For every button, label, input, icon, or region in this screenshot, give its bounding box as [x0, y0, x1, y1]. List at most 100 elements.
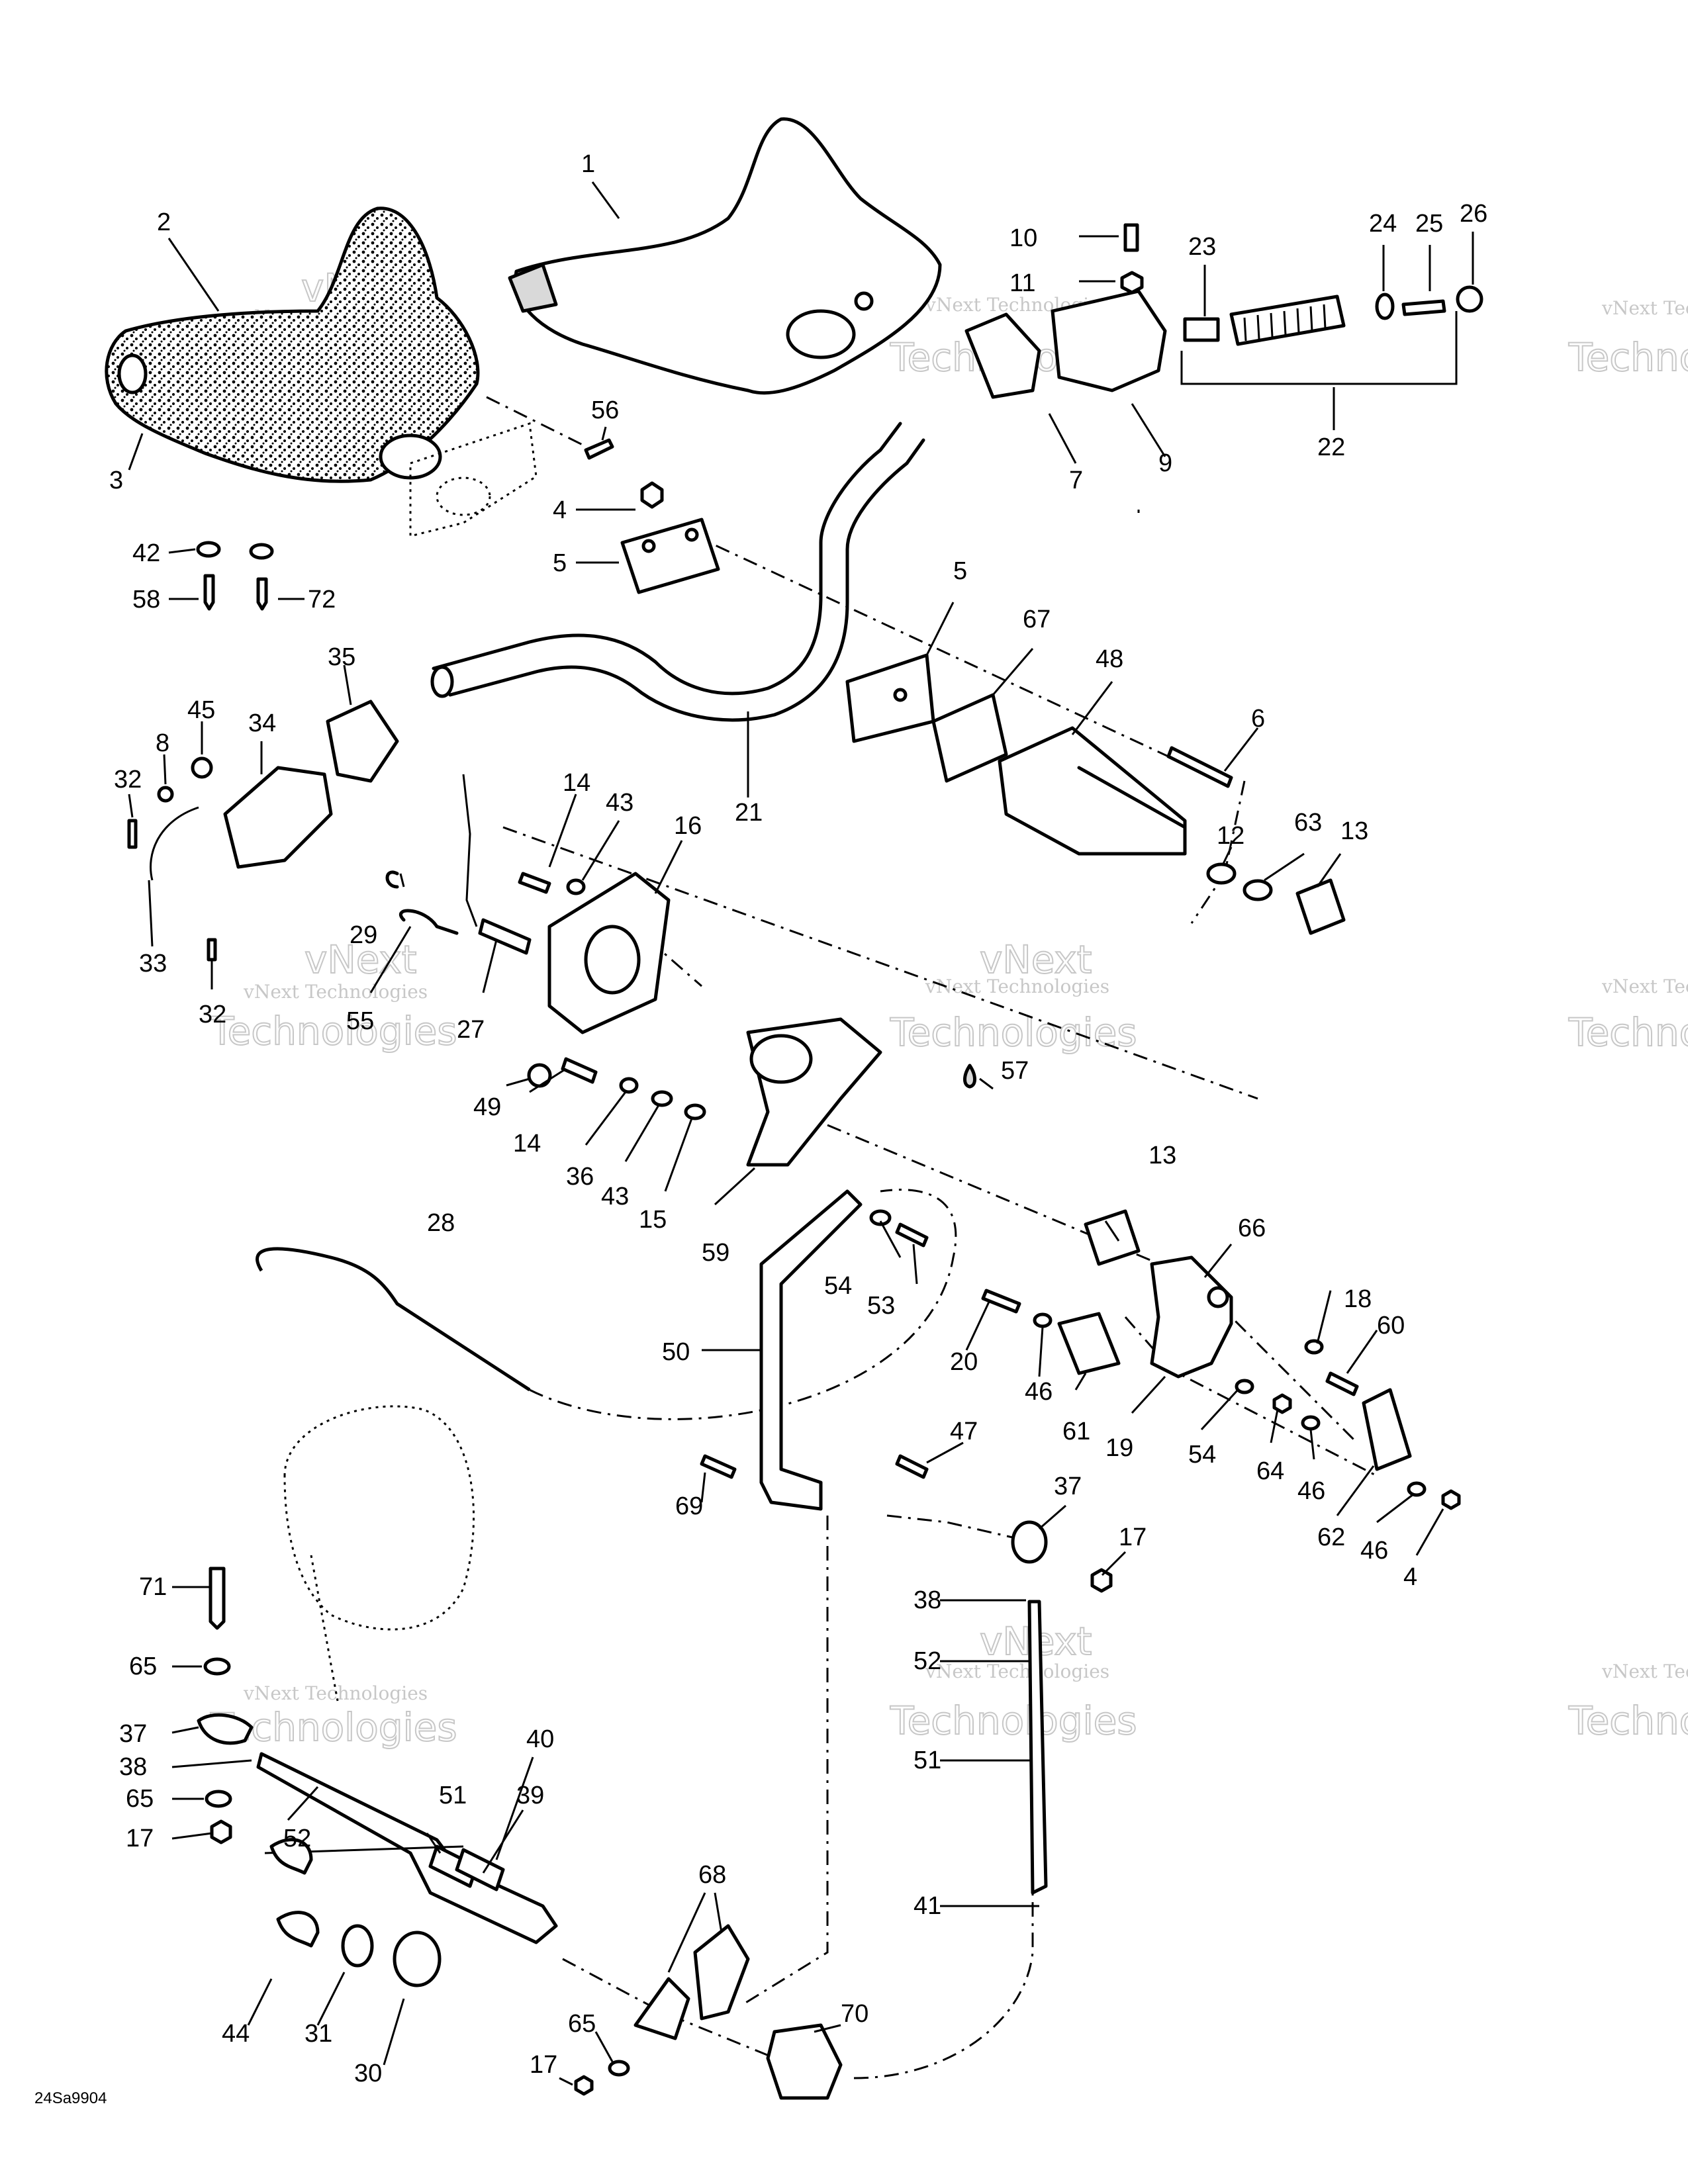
diagram-code: 24Sa9904	[34, 2089, 107, 2107]
washer-54	[869, 1209, 892, 1226]
end-cap-26	[1456, 285, 1483, 313]
callout-16: 16	[674, 812, 702, 840]
watermark-logo-top: vNext	[980, 937, 1092, 982]
handlebar-tube	[432, 422, 902, 696]
callout-13: 13	[1340, 817, 1368, 845]
callout-11: 11	[1009, 269, 1035, 297]
pad-hole	[379, 433, 442, 480]
steering-stem-48	[998, 726, 1187, 856]
clamp-hole	[641, 539, 656, 553]
cover-hole	[786, 309, 856, 359]
washer-46a	[1033, 1312, 1053, 1328]
callout-35: 35	[328, 643, 355, 671]
callout-34: 34	[248, 709, 276, 737]
washer-42b	[249, 543, 274, 560]
switch-cover-35	[326, 700, 399, 783]
bolt-20	[981, 1289, 1021, 1314]
cable-clamp-68a	[633, 1977, 690, 2040]
callout-71: 71	[139, 1573, 167, 1601]
callout-51: 51	[439, 1782, 467, 1809]
callout-15: 15	[639, 1206, 667, 1234]
handlebar-end	[430, 665, 454, 698]
callout-57: 57	[1001, 1057, 1029, 1085]
callout-63: 63	[1294, 809, 1322, 837]
callout-23: 23	[1188, 233, 1216, 261]
callout-39: 39	[516, 1782, 544, 1809]
callout-25: 25	[1415, 210, 1443, 238]
steering-plate-66	[1150, 1255, 1233, 1379]
callout-67: 67	[1023, 606, 1051, 633]
callout-32b: 32	[199, 1001, 226, 1028]
callout-58: 58	[132, 586, 160, 614]
callout-52: 52	[914, 1647, 941, 1675]
callout-31: 31	[305, 2020, 332, 2048]
assembly-line	[827, 1124, 1358, 1444]
lockwasher-36	[619, 1077, 639, 1094]
callout-62: 62	[1317, 1524, 1345, 1551]
washer-18	[1304, 1339, 1324, 1355]
callout-labels: 1 2 3 10 11 23 24 25 26 7 9 22 56 4 5 42…	[109, 150, 1487, 2087]
clamp-hole	[893, 688, 908, 702]
callout-12: 12	[1217, 822, 1244, 850]
callout-21: 21	[735, 799, 763, 827]
callout-33: 33	[139, 950, 167, 978]
callout-51b: 51	[914, 1747, 941, 1774]
callout-14: 14	[563, 769, 590, 797]
washer-12	[1206, 862, 1237, 885]
callout-66: 66	[1238, 1214, 1266, 1242]
jet-pump-line	[310, 1555, 339, 1702]
cover-nose	[508, 263, 558, 313]
callout-53: 53	[867, 1292, 895, 1320]
bolt-53	[895, 1222, 929, 1248]
washer-46b	[1301, 1415, 1321, 1431]
screw-32b	[207, 938, 217, 962]
clip-29	[385, 870, 399, 889]
watermark-text: vNext Technologies	[925, 1661, 1109, 1682]
washer-43-top	[566, 878, 586, 895]
pad-end	[117, 353, 148, 394]
grip-bracket	[1180, 311, 1458, 385]
screw-25	[1401, 299, 1446, 316]
callout-24: 24	[1369, 210, 1397, 238]
handlebar-tube-edge	[448, 438, 925, 722]
throttle-cable-upper	[462, 774, 478, 927]
callout-43b: 43	[601, 1183, 629, 1210]
tie-55	[399, 909, 459, 935]
watermark-text: vNext Technologies	[1601, 1661, 1688, 1682]
grease-drop-icon	[963, 1064, 976, 1089]
callout-46: 46	[1025, 1378, 1053, 1406]
watermark-logo: Technologies	[210, 1009, 457, 1054]
half-clamp-44a	[269, 1838, 313, 1875]
link-62	[1362, 1388, 1412, 1471]
bracket-59-boss	[749, 1034, 813, 1084]
clamp-hole	[684, 527, 699, 542]
handlebar-cover-foam	[105, 206, 480, 483]
washer-54b	[1235, 1379, 1254, 1394]
callout-50: 50	[662, 1338, 690, 1366]
plate-67	[931, 693, 1008, 783]
watermark-logo: Technologies	[1568, 335, 1688, 380]
callout-69: 69	[675, 1492, 703, 1520]
watermark-logo: Technologies	[890, 1698, 1137, 1743]
set-screw-10	[1123, 223, 1139, 252]
half-clamp-44b	[276, 1911, 320, 1948]
callout-54b: 54	[1188, 1441, 1216, 1469]
cable-clamp-68b	[693, 1924, 750, 2021]
callout-54: 54	[824, 1272, 852, 1300]
callout-59: 59	[702, 1239, 729, 1267]
watermark-text: vNext Technologies	[1601, 297, 1688, 319]
washer-46c	[1407, 1481, 1427, 1497]
ball-joint-37b	[197, 1713, 254, 1745]
watermark-logo-top: vNext	[305, 937, 416, 982]
callout-38: 38	[914, 1586, 941, 1614]
plate-hole	[1207, 1286, 1229, 1308]
washer-65b	[205, 1790, 232, 1808]
cable-sheath-51	[1027, 1600, 1048, 1895]
steering-cable-28	[256, 1247, 531, 1392]
nut-45	[191, 756, 213, 779]
assembly-line	[741, 1516, 829, 2007]
assembly-line	[886, 1514, 1033, 1543]
callout-5: 5	[553, 549, 567, 577]
steering-arm-50	[759, 1189, 863, 1511]
